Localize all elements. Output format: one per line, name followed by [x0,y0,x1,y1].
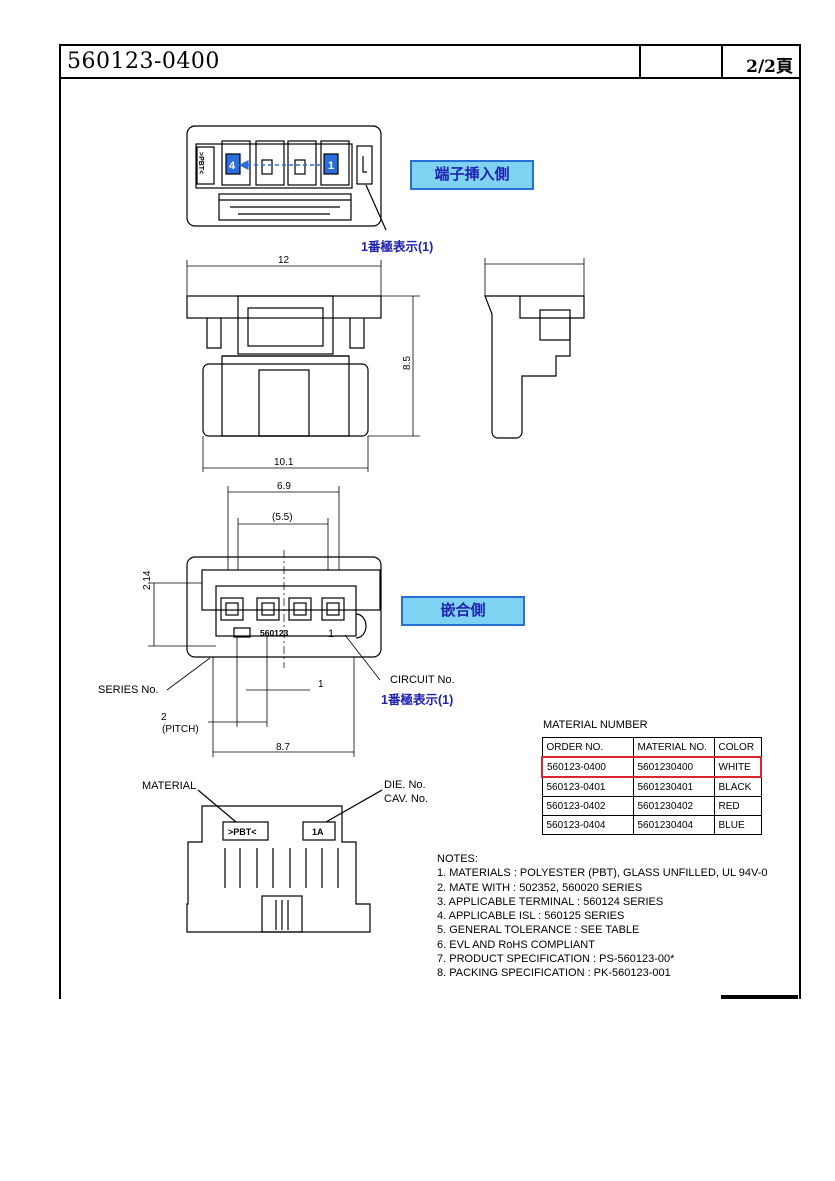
circuit-no-callout: CIRCUIT No. [390,674,455,686]
note-item: 3. APPLICABLE TERMINAL : 560124 SERIES [437,895,664,908]
dim-width-87: 8.7 [276,742,290,753]
cell-color: WHITE [713,756,762,778]
series-no-callout: SERIES No. [98,684,159,696]
cell-color: RED [713,796,762,816]
rear-view [186,789,383,933]
mating-dimension-lines [148,486,381,757]
mating-side-label: 嵌合側 [401,596,525,626]
dim-width-69: 6.9 [277,481,291,492]
part-number: 560123-0400 [67,49,220,74]
dimension-lines [186,260,420,472]
series-text: 560123 [260,628,289,638]
cell-material-no: 5601230404 [632,815,715,835]
notes-title: NOTES: [437,853,478,865]
table-header-row: ORDER NO. MATERIAL NO. COLOR [541,737,762,758]
table-row-highlighted: 560123-0400 5601230400 WHITE [541,756,762,778]
note-item: 7. PRODUCT SPECIFICATION : PS-560123-00* [437,953,675,966]
material-callout: MATERIAL [142,780,197,792]
table-row: 560123-0404 5601230404 BLUE [541,815,762,835]
dim-height-85: 8.5 [402,356,413,370]
cell-material-no: 5601230400 [632,756,715,778]
pin1-marking-front: 1番極表示(1) [381,693,454,707]
title-divider [639,46,641,77]
page-number: 2/2頁 [746,57,793,77]
table-row: 560123-0402 5601230402 RED [541,796,762,816]
material-mark: >PBT< [228,827,257,837]
title-divider [721,46,723,77]
cav-no-callout: CAV. No. [384,793,429,805]
top-view [186,125,387,231]
note-item: 8. PACKING SPECIFICATION : PK-560123-001 [437,967,671,980]
front-view [186,295,382,437]
pin1-marking-top: 1番極表示(1) [361,240,434,254]
dim-height-214: 2.14 [142,570,153,590]
terminal-side-label: 端子挿入側 [410,160,534,190]
note-item: 1. MATERIALS : POLYESTER (PBT), GLASS UN… [437,867,768,880]
dim-pitch-label: (PITCH) [162,724,199,735]
material-table-title: MATERIAL NUMBER [543,719,648,731]
side-view [484,258,585,439]
die-no-callout: DIE. No. [384,779,426,791]
die-mark: 1A [312,827,324,837]
mating-view [186,550,382,668]
header-order-no: ORDER NO. [541,737,634,758]
note-item: 2. MATE WITH : 502352, 560020 SERIES [437,881,643,894]
cell-order-no: 560123-0401 [541,776,634,797]
dim-ref-55: (5.5) [272,512,293,523]
note-item: 6. EVL AND RoHS COMPLIANT [437,938,595,951]
title-block: 560123-0400 2/2頁 [61,46,799,79]
dim-width-101: 10.1 [274,457,294,468]
notes-block: NOTES: 1. MATERIALS : POLYESTER (PBT), G… [437,852,768,981]
note-item: 4. APPLICABLE ISL : 560125 SERIES [437,910,625,923]
cell-order-no: 560123-0404 [541,815,634,835]
cell-order-no: 560123-0400 [541,756,634,778]
cell-material-no: 5601230402 [632,796,715,816]
header-color: COLOR [713,737,762,758]
pin-4-label: 4 [229,160,236,172]
header-material-no: MATERIAL NO. [632,737,715,758]
table-row: 560123-0401 5601230401 BLACK [541,776,762,797]
dim-width-12: 12 [278,255,290,266]
drawing-sheet: 560123-0400 2/2頁 [59,44,801,999]
note-item: 5. GENERAL TOLERANCE : SEE TABLE [437,924,640,937]
sheet-bottom-bar [721,995,798,999]
cell-color: BLUE [713,815,762,835]
cell-order-no: 560123-0402 [541,796,634,816]
material-table: ORDER NO. MATERIAL NO. COLOR 560123-0400… [541,737,762,835]
dim-pitch-2: 2 [161,712,167,723]
cell-color: BLACK [713,776,762,797]
dim-center-1: 1 [318,679,324,690]
front-pin-1: 1 [328,628,334,640]
cell-material-no: 5601230401 [632,776,715,797]
pin-1-label: 1 [328,160,334,172]
housing-mark: >PBT< [197,152,204,174]
